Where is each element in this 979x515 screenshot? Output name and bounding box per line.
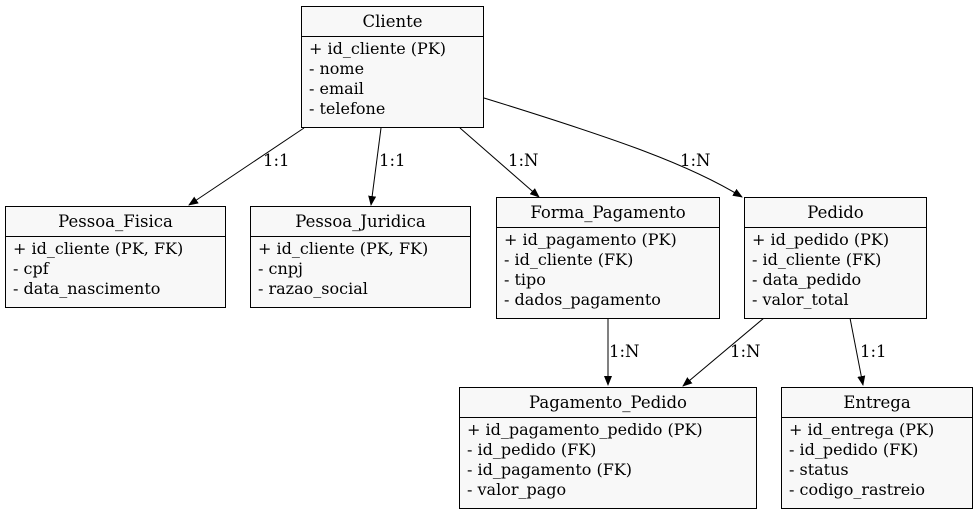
edge-pedido-pagamento-pedido bbox=[682, 317, 765, 387]
entity-attributes: + id_cliente (PK, FK) - cnpj - razao_soc… bbox=[251, 237, 470, 299]
entity-cliente[interactable]: Cliente + id_cliente (PK) - nome - email… bbox=[301, 6, 484, 128]
edge-cliente-pessoa-fisica bbox=[188, 127, 305, 206]
attribute: - id_cliente (FK) bbox=[752, 250, 882, 269]
entity-title: Entrega bbox=[782, 388, 972, 418]
attribute: - telefone bbox=[309, 99, 386, 118]
attribute: - data_pedido bbox=[752, 270, 862, 289]
edge-label-pedido-entrega: 1:1 bbox=[860, 342, 887, 361]
entity-title: Pessoa_Juridica bbox=[251, 207, 470, 237]
attribute: - data_nascimento bbox=[13, 279, 161, 298]
entity-pagamento-pedido[interactable]: Pagamento_Pedido + id_pagamento_pedido (… bbox=[459, 387, 757, 509]
entity-attributes: + id_cliente (PK, FK) - cpf - data_nasci… bbox=[6, 237, 225, 299]
attribute: - id_pedido (FK) bbox=[467, 440, 597, 459]
attribute: + id_cliente (PK) bbox=[309, 39, 447, 58]
attribute: + id_pedido (PK) bbox=[752, 230, 890, 249]
edge-pedido-entrega bbox=[849, 317, 866, 386]
attribute: - tipo bbox=[504, 270, 546, 289]
entity-attributes: + id_pagamento (PK) - id_cliente (FK) - … bbox=[497, 228, 719, 310]
attribute: + id_pagamento_pedido (PK) bbox=[467, 420, 703, 439]
edge-label-cliente-pedido: 1:N bbox=[680, 151, 711, 170]
attribute: - id_cliente (FK) bbox=[504, 250, 634, 269]
entity-forma-pagamento[interactable]: Forma_Pagamento + id_pagamento (PK) - id… bbox=[496, 197, 720, 319]
entity-attributes: + id_entrega (PK) - id_pedido (FK) - sta… bbox=[782, 418, 972, 500]
entity-attributes: + id_cliente (PK) - nome - email - telef… bbox=[302, 37, 483, 119]
entity-pedido[interactable]: Pedido + id_pedido (PK) - id_cliente (FK… bbox=[744, 197, 927, 319]
entity-title: Pessoa_Fisica bbox=[6, 207, 225, 237]
attribute: - dados_pagamento bbox=[504, 290, 661, 309]
attribute: - cpf bbox=[13, 259, 49, 278]
attribute: - nome bbox=[309, 59, 365, 78]
entity-title: Pedido bbox=[745, 198, 926, 228]
attribute: + id_entrega (PK) bbox=[789, 420, 935, 439]
attribute: + id_pagamento (PK) bbox=[504, 230, 677, 249]
edge-cliente-pessoa-juridica bbox=[368, 127, 382, 206]
attribute: - id_pedido (FK) bbox=[789, 440, 919, 459]
attribute: + id_cliente (PK, FK) bbox=[258, 239, 429, 258]
edge-label-cliente-forma-pagamento: 1:N bbox=[508, 151, 539, 170]
attribute: - razao_social bbox=[258, 279, 368, 298]
attribute: - codigo_rastreio bbox=[789, 480, 926, 499]
entity-entrega[interactable]: Entrega + id_entrega (PK) - id_pedido (F… bbox=[781, 387, 973, 509]
entity-attributes: + id_pedido (PK) - id_cliente (FK) - dat… bbox=[745, 228, 926, 310]
edge-cliente-forma-pagamento bbox=[459, 127, 540, 198]
edge-label-pedido-pagamento-pedido: 1:N bbox=[730, 342, 761, 361]
edge-label-forma-pagamento-pagamento-pedido: 1:N bbox=[609, 342, 640, 361]
entity-pessoa-juridica[interactable]: Pessoa_Juridica + id_cliente (PK, FK) - … bbox=[250, 206, 471, 308]
edge-label-cliente-pessoa-fisica: 1:1 bbox=[263, 151, 290, 170]
edge-label-cliente-pessoa-juridica: 1:1 bbox=[379, 151, 406, 170]
attribute: - cnpj bbox=[258, 259, 303, 278]
attribute: - id_pagamento (FK) bbox=[467, 460, 633, 479]
attribute: - valor_total bbox=[752, 290, 849, 309]
attribute: + id_cliente (PK, FK) bbox=[13, 239, 184, 258]
entity-title: Forma_Pagamento bbox=[497, 198, 719, 228]
edge-cliente-pedido bbox=[483, 97, 743, 198]
attribute: - status bbox=[789, 460, 849, 479]
entity-title: Cliente bbox=[302, 7, 483, 37]
entity-pessoa-fisica[interactable]: Pessoa_Fisica + id_cliente (PK, FK) - cp… bbox=[5, 206, 226, 308]
entity-attributes: + id_pagamento_pedido (PK) - id_pedido (… bbox=[460, 418, 756, 500]
entity-title: Pagamento_Pedido bbox=[460, 388, 756, 418]
attribute: - valor_pago bbox=[467, 480, 567, 499]
attribute: - email bbox=[309, 79, 364, 98]
